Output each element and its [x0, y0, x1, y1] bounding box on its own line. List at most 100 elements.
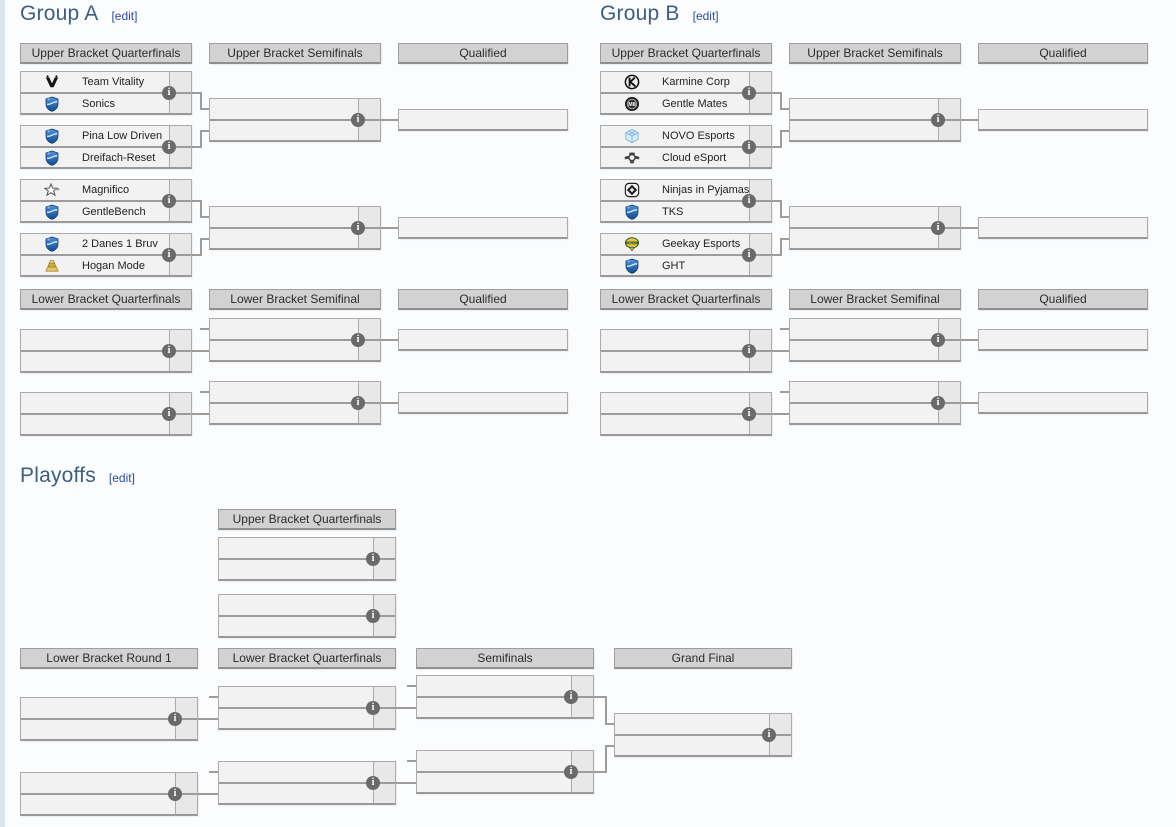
match-info-icon[interactable]: i	[931, 220, 945, 235]
edit-link[interactable]: [edit]	[692, 9, 719, 23]
match-info-icon[interactable]: i	[351, 395, 365, 410]
team-row[interactable]: Sonics	[21, 94, 169, 114]
team-row[interactable]: Magnifico	[21, 180, 169, 200]
section-title-group_b: Group B[edit]	[600, 2, 719, 26]
match-info-icon[interactable]: i	[168, 786, 182, 801]
match-divider-line	[601, 92, 771, 94]
team-row	[210, 382, 358, 402]
section-title-text: Group A	[20, 2, 99, 25]
edit-link[interactable]: [edit]	[108, 471, 135, 485]
team-row[interactable]: Karmine Corp	[601, 72, 749, 92]
match-info-icon[interactable]: i	[351, 112, 365, 127]
match-info-icon[interactable]: i	[162, 343, 176, 358]
match-info-icon[interactable]: i	[564, 764, 578, 779]
round-header: Semifinals	[416, 648, 594, 669]
match-info-icon[interactable]: i	[351, 220, 365, 235]
team-row[interactable]: Team Vitality	[21, 72, 169, 92]
match-info-icon[interactable]: i	[366, 551, 380, 566]
bracket-connector	[605, 745, 614, 747]
match-divider-line	[219, 782, 395, 784]
round-header: Lower Bracket Quarterfinals	[600, 289, 772, 310]
team-row[interactable]: Pina Low Driven	[21, 126, 169, 146]
team-row	[219, 595, 373, 615]
group_b-lower-qualified-slot-2	[978, 392, 1148, 414]
round-header: Qualified	[398, 289, 568, 310]
team-name: 2 Danes 1 Bruv	[82, 238, 158, 250]
match-info-icon[interactable]: i	[742, 247, 756, 262]
playoffs-grand-final-match: i	[614, 713, 792, 757]
team-row[interactable]: Hogan Mode	[21, 256, 169, 276]
match-info-icon[interactable]: i	[168, 711, 182, 726]
match-info-icon[interactable]: i	[366, 608, 380, 623]
playoffs-lower-quarterfinal-match-1: i	[218, 686, 396, 730]
team-row	[417, 751, 571, 771]
team-row	[219, 762, 373, 782]
team-row	[210, 319, 358, 339]
group_b-lower-qualified-slot-1	[978, 329, 1148, 351]
svg-text:GEEKAY: GEEKAY	[626, 241, 637, 245]
team-row[interactable]: 2 Danes 1 Bruv	[21, 234, 169, 254]
match-divider-line	[219, 558, 395, 560]
match-info-icon[interactable]: i	[366, 700, 380, 715]
bracket-connector	[381, 119, 398, 121]
match-info-icon[interactable]: i	[162, 85, 176, 100]
team-row	[601, 393, 749, 413]
bracket-connector	[200, 92, 202, 110]
team-row[interactable]: TKS	[601, 202, 749, 222]
group_b-upper-qualified-slot-1	[978, 109, 1148, 131]
rocket-league-shield-icon	[43, 96, 60, 113]
team-row	[219, 709, 373, 729]
match-info-icon[interactable]: i	[742, 343, 756, 358]
team-row[interactable]: GentleBench	[21, 202, 169, 222]
team-name: NOVO Esports	[662, 130, 735, 142]
team-row[interactable]: Dreifach-Reset	[21, 148, 169, 168]
match-info-icon[interactable]: i	[742, 139, 756, 154]
match-info-icon[interactable]: i	[742, 85, 756, 100]
team-row[interactable]: NOVO Esports	[601, 126, 749, 146]
page-left-margin-strip	[0, 0, 5, 827]
team-row[interactable]: Ninjas in Pyjamas	[601, 180, 749, 200]
edit-link[interactable]: [edit]	[111, 9, 138, 23]
team-row	[601, 352, 749, 372]
team-row[interactable]: GHT	[601, 256, 749, 276]
match-info-icon[interactable]: i	[162, 247, 176, 262]
match-info-icon[interactable]: i	[742, 406, 756, 421]
team-row[interactable]: Cloud eSport	[601, 148, 749, 168]
group_b-lower-semifinal-match-2: i	[789, 381, 961, 425]
match-info-icon[interactable]: i	[931, 112, 945, 127]
match-info-icon[interactable]: i	[162, 139, 176, 154]
group_a-upper-qualified-slot-2	[398, 217, 568, 239]
match-info-icon[interactable]: i	[162, 406, 176, 421]
bracket-connector	[200, 200, 202, 218]
match-info-icon[interactable]: i	[351, 332, 365, 347]
round-header: Lower Bracket Quarterfinals	[218, 648, 396, 669]
team-row	[790, 229, 938, 249]
ninjas-in-pyjamas-icon	[623, 182, 640, 199]
team-row	[790, 207, 938, 227]
team-row	[210, 99, 358, 119]
bracket-connector	[594, 696, 605, 698]
match-info-icon[interactable]: i	[931, 332, 945, 347]
match-divider-line	[210, 402, 380, 404]
match-divider-line	[417, 771, 593, 773]
bracket-connector	[192, 413, 209, 415]
team-name: Dreifach-Reset	[82, 152, 156, 164]
match-info-icon[interactable]: i	[742, 193, 756, 208]
bracket-connector	[407, 760, 416, 762]
match-info-icon[interactable]: i	[931, 395, 945, 410]
magnifico-star-icon	[43, 182, 60, 199]
group_b-lower-quarterfinal-match-2: i	[600, 392, 772, 436]
match-info-icon[interactable]: i	[762, 727, 776, 742]
team-name: Cloud eSport	[662, 152, 727, 164]
bracket-connector	[381, 227, 398, 229]
match-info-icon[interactable]: i	[366, 775, 380, 790]
match-info-icon[interactable]: i	[162, 193, 176, 208]
match-info-icon[interactable]: i	[564, 689, 578, 704]
